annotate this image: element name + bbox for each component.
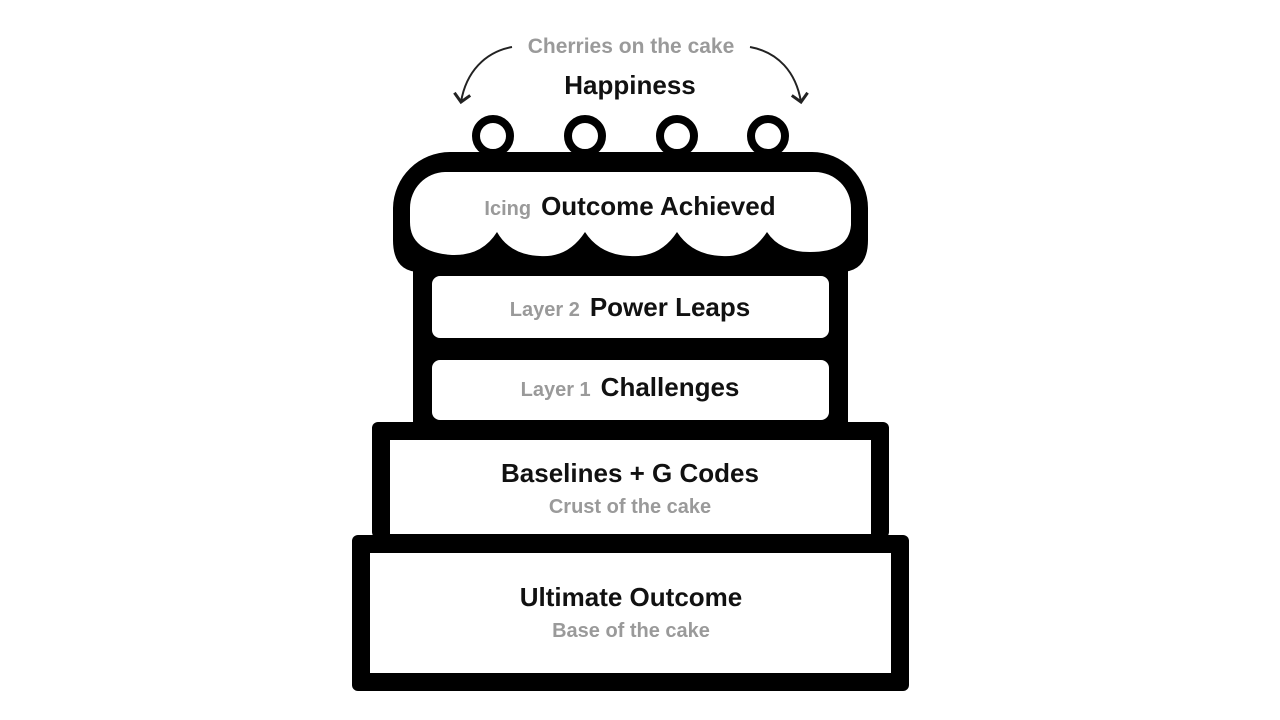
layer-1-label: Layer 1 [520,379,591,401]
base-label: Base of the cake [552,620,710,642]
icing-row: Icing Outcome Achieved [484,191,775,222]
crust-label: Crust of the cake [548,496,712,518]
layer-2-label: Layer 2 [509,299,580,321]
base-tier-inner [370,553,891,673]
layer-1-row: Layer 1 Challenges [521,372,740,403]
right-arrow-icon [749,46,809,105]
layer-2-row: Layer 2 Power Leaps [510,292,750,323]
cherries-label: Cherries on the cake [527,35,735,58]
icing-inner [409,172,851,257]
icing-title: Outcome Achieved [541,191,776,221]
icing-label: Icing [484,198,532,220]
crust-tier-inner [390,440,871,534]
happiness-title: Happiness [564,70,696,100]
layer-2-box [432,276,829,338]
layer-1-title: Challenges [600,372,740,402]
cherry-4 [747,115,789,157]
layer-2-title: Power Leaps [589,292,751,322]
layer-1-box [432,360,829,420]
cherry-2 [564,115,606,157]
base-title: Ultimate Outcome [519,582,743,612]
cherry-3 [656,115,698,157]
cherries [472,115,789,157]
crust-title: Baselines + G Codes [501,458,759,488]
left-arrow-icon [453,46,513,105]
cherry-1 [472,115,514,157]
